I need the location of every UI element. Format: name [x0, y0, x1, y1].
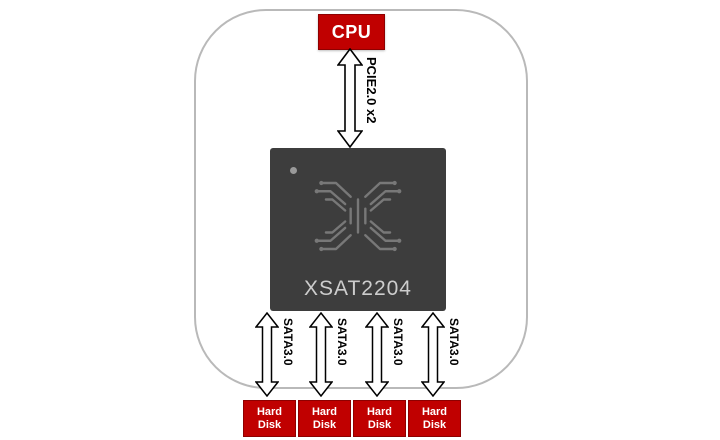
hard-disk-label-line2: Disk: [422, 418, 447, 431]
hard-disk-box: Hard Disk: [298, 400, 351, 437]
pin1-dot: [290, 167, 297, 174]
sata-double-arrow-icon: [309, 312, 333, 397]
hard-disk-label-line1: Hard: [366, 405, 393, 418]
hard-disk-label-line2: Disk: [367, 418, 392, 431]
hard-disk-label-line2: Disk: [312, 418, 337, 431]
hard-disk-box: Hard Disk: [243, 400, 296, 437]
hard-disk-label-line1: Hard: [311, 405, 338, 418]
sata-double-arrow-icon: [365, 312, 389, 397]
pcie-link-label: PCIE2.0 x2: [364, 57, 379, 124]
chip-logo-icon: [314, 180, 402, 252]
hard-disk-box: Hard Disk: [353, 400, 406, 437]
sata-link-label: SATA3.0: [447, 318, 461, 366]
sata-double-arrow-icon: [255, 312, 279, 397]
hard-disk-box: Hard Disk: [408, 400, 461, 437]
sata-link-label: SATA3.0: [391, 318, 405, 366]
sata-link-label: SATA3.0: [335, 318, 349, 366]
hard-disk-label-line1: Hard: [256, 405, 283, 418]
cpu-label: CPU: [331, 21, 372, 42]
sata-link-label: SATA3.0: [281, 318, 295, 366]
hard-disk-label-line1: Hard: [421, 405, 448, 418]
pcie-double-arrow-icon: [337, 48, 363, 148]
chip-model-label: XSAT2204: [303, 277, 412, 300]
cpu-box: CPU: [318, 14, 385, 50]
sata-double-arrow-icon: [421, 312, 445, 397]
xsat2204-chip: XSAT2204: [270, 148, 446, 311]
hard-disk-label-line2: Disk: [257, 418, 282, 431]
